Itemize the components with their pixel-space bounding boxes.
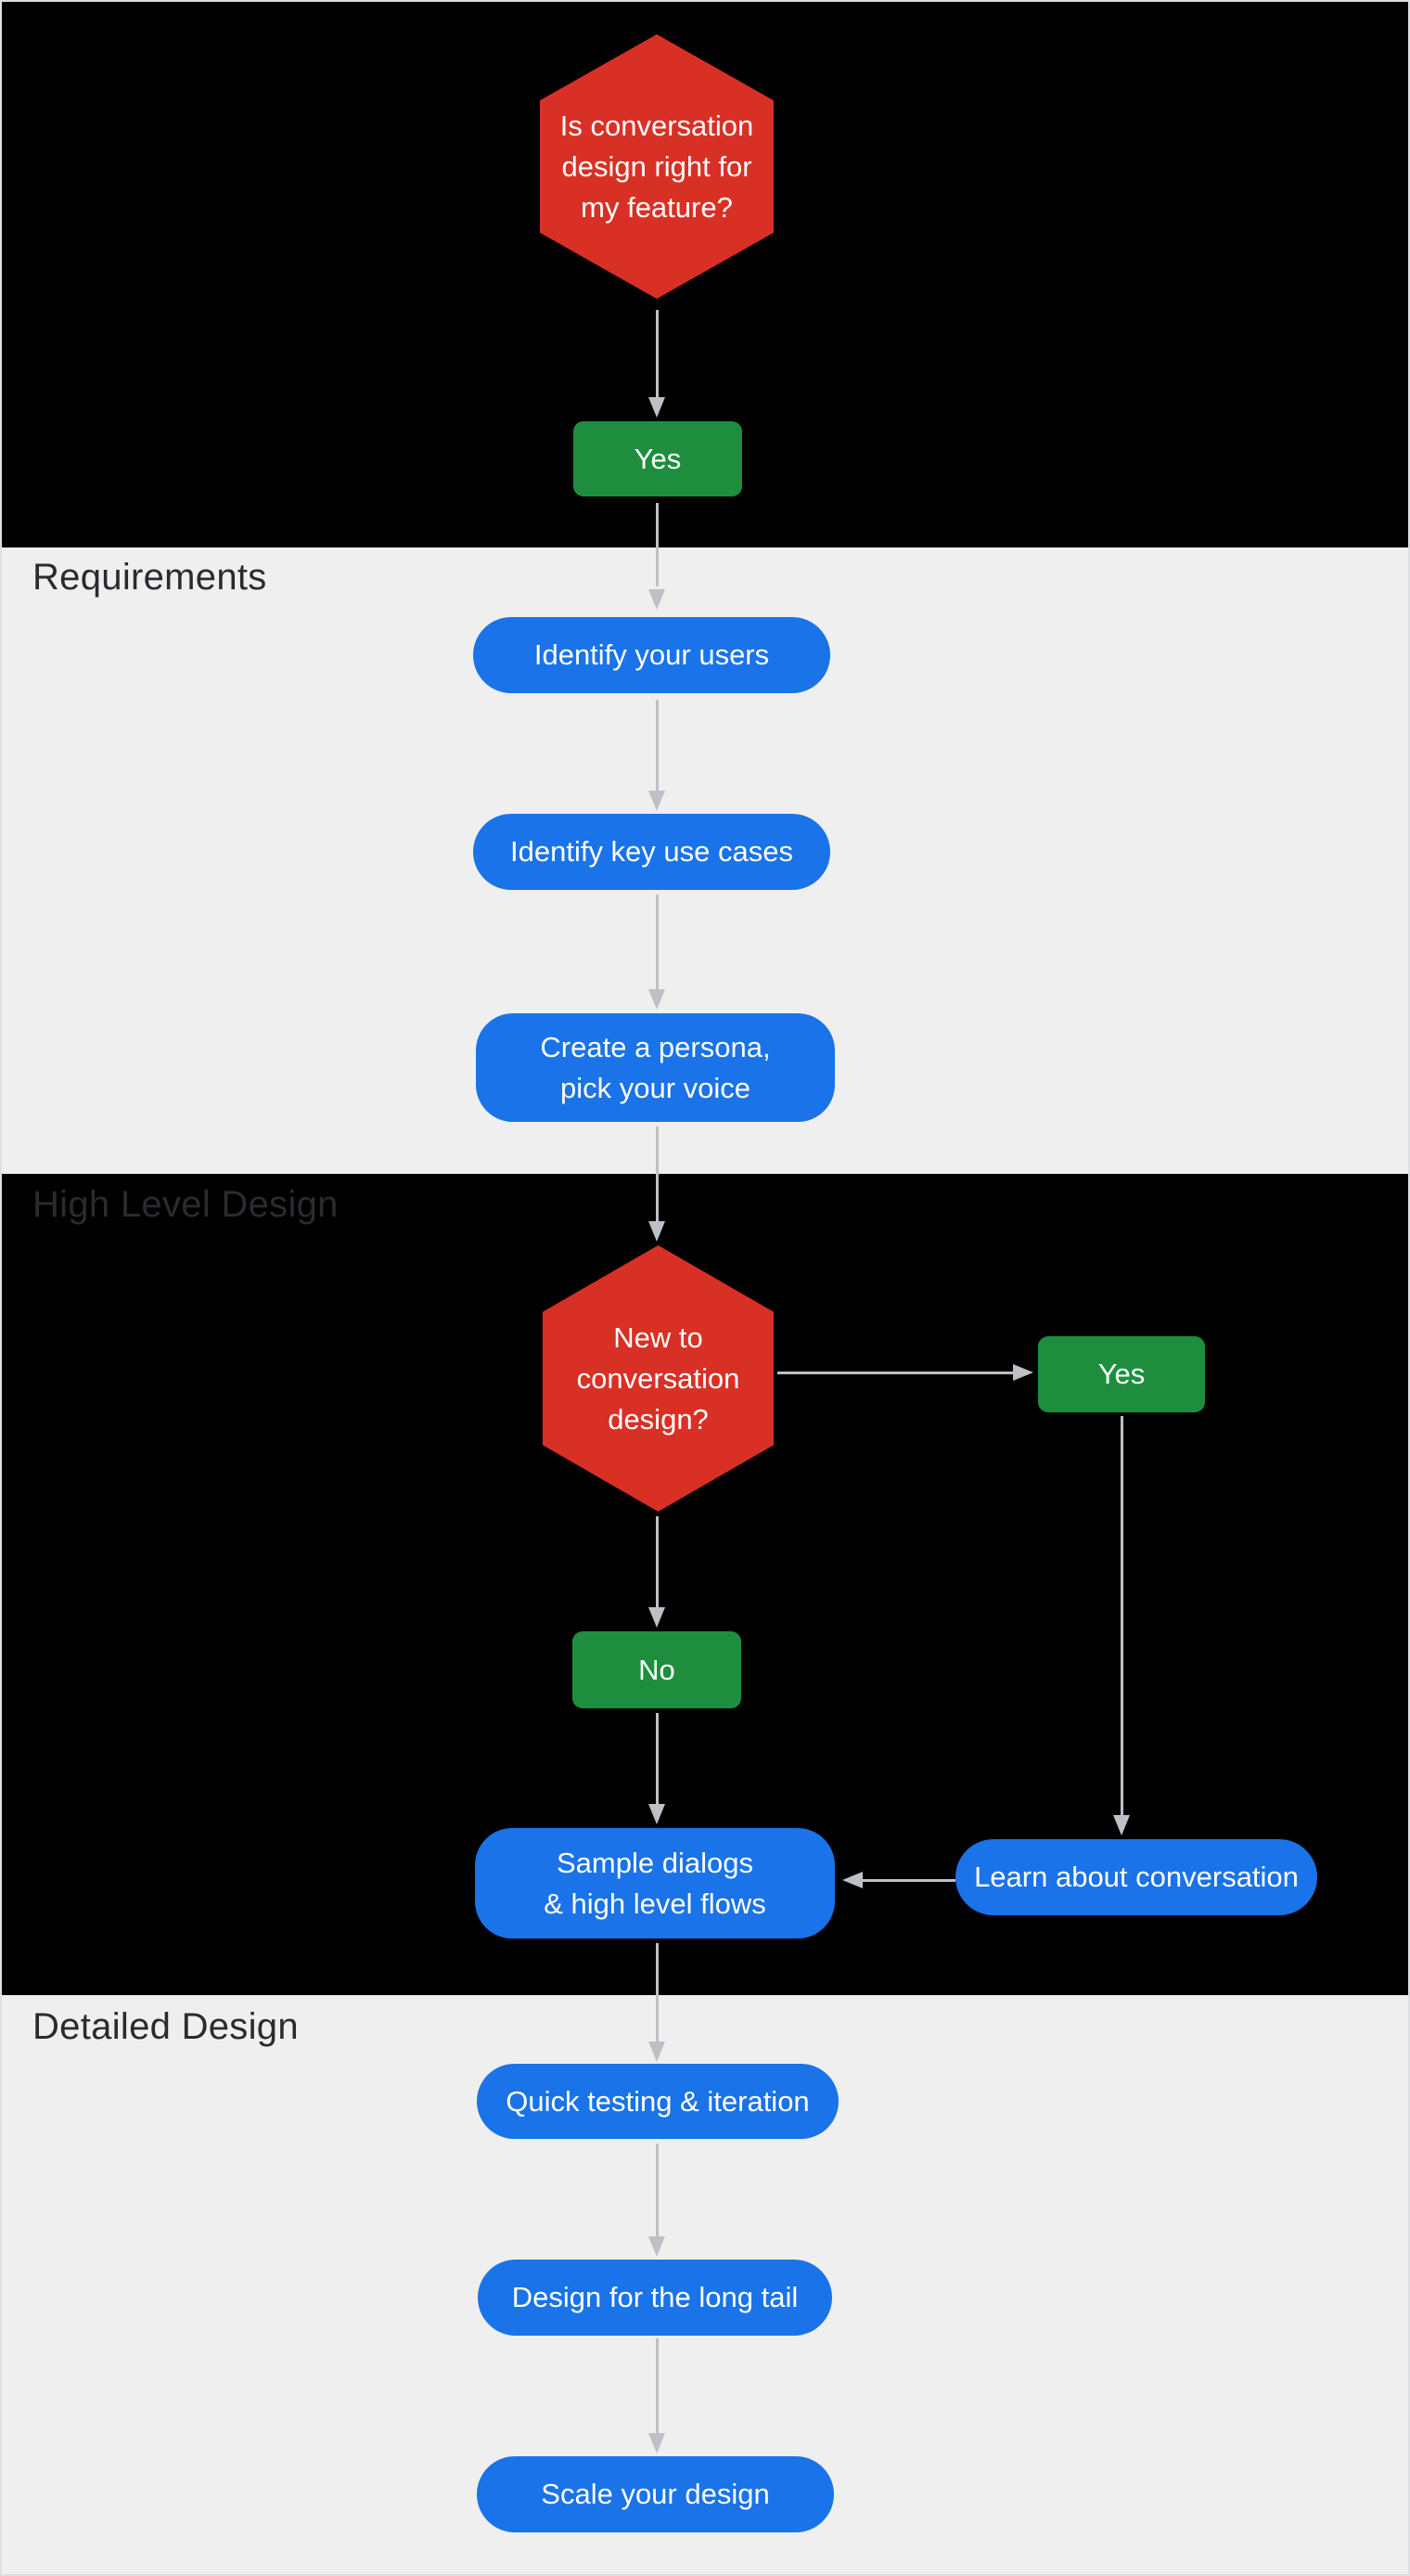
step-scale-your-design: Scale your design — [477, 2456, 834, 2532]
step-learn-about-conversation-label: Learn about conversation — [974, 1861, 1299, 1893]
step-sample-dialogs-high-level-flows: Sample dialogs & high level flows — [475, 1828, 835, 1938]
step-create-persona-pick-voice: Create a persona, pick your voice — [476, 1013, 835, 1122]
connector-quick-testing-to-long-tail-line — [656, 2144, 659, 2236]
step-learn-about-conversation: Learn about conversation — [955, 1839, 1317, 1915]
answer-yes-label: Yes — [634, 442, 682, 475]
step-identify-key-use-cases: Identify key use cases — [473, 814, 830, 890]
connector-yes2-to-learn-line — [1121, 1416, 1123, 1815]
step-identify-key-use-cases-label: Identify key use cases — [510, 835, 793, 868]
section-label-high-level-design: High Level Design — [32, 1184, 339, 1225]
answer-yes: Yes — [573, 421, 742, 496]
connector-q2-to-no-line — [656, 1516, 659, 1607]
decision-conversation-design-right-label: Is conversation design right for my feat… — [559, 109, 754, 224]
arrowhead-key-use-cases-to-persona — [648, 989, 665, 1010]
answer-yes-new-to-design-label: Yes — [1097, 1358, 1146, 1390]
arrowhead-yes-to-identify-users — [648, 589, 665, 610]
decision-conversation-design-right: Is conversation design right for my feat… — [540, 34, 774, 299]
step-identify-your-users-label: Identify your users — [533, 638, 770, 671]
connector-key-use-cases-to-persona-line — [656, 895, 659, 989]
decision-new-to-conversation-design: New to conversation design? — [543, 1245, 774, 1512]
step-scale-your-design-label: Scale your design — [541, 2478, 770, 2510]
arrowhead-learn-to-sample-dialogs — [842, 1872, 863, 1888]
section-label-requirements: Requirements — [32, 557, 267, 598]
arrowhead-q2-to-no — [648, 1607, 665, 1628]
arrowhead-q2-to-yes2 — [1013, 1364, 1033, 1381]
arrowhead-sample-dialogs-to-quick-testing — [648, 2041, 665, 2062]
arrowhead-identify-users-to-key-use-cases — [648, 791, 665, 811]
connector-yes-to-identify-users-line — [656, 503, 659, 586]
step-design-for-long-tail-label: Design for the long tail — [511, 2281, 799, 2313]
decision-new-to-conversation-design-label: New to conversation design? — [576, 1320, 740, 1436]
connector-q1-to-yes-line — [656, 310, 659, 397]
step-create-persona-pick-voice-label: Create a persona, pick your voice — [540, 1030, 771, 1104]
step-quick-testing-iteration-label: Quick testing & iteration — [506, 2084, 810, 2118]
arrowhead-quick-testing-to-long-tail — [648, 2236, 665, 2257]
connector-persona-to-q2-line — [656, 1127, 659, 1221]
section-label-detailed-design: Detailed Design — [32, 2006, 299, 2047]
step-design-for-long-tail: Design for the long tail — [478, 2260, 832, 2336]
answer-yes-new-to-design: Yes — [1038, 1336, 1205, 1412]
arrowhead-q1-to-yes — [648, 397, 665, 418]
arrowhead-long-tail-to-scale — [648, 2433, 665, 2454]
step-quick-testing-iteration: Quick testing & iteration — [477, 2064, 839, 2139]
answer-no: No — [572, 1631, 741, 1708]
connector-sample-dialogs-to-quick-testing-line — [656, 1943, 659, 2041]
step-identify-your-users: Identify your users — [473, 617, 830, 693]
connector-identify-users-to-key-use-cases-line — [656, 700, 659, 791]
connector-no-to-sample-dialogs-line — [656, 1713, 659, 1804]
arrowhead-yes2-to-learn — [1113, 1815, 1130, 1835]
arrowhead-no-to-sample-dialogs — [648, 1804, 665, 1824]
arrowhead-persona-to-q2 — [648, 1221, 665, 1242]
connector-q2-to-yes2-line — [777, 1372, 1013, 1374]
connector-learn-to-sample-dialogs-line — [863, 1879, 955, 1882]
answer-no-label: No — [638, 1653, 675, 1686]
connector-long-tail-to-scale-line — [656, 2338, 659, 2433]
step-sample-dialogs-high-level-flows-label: Sample dialogs & high level flows — [544, 1846, 766, 1920]
